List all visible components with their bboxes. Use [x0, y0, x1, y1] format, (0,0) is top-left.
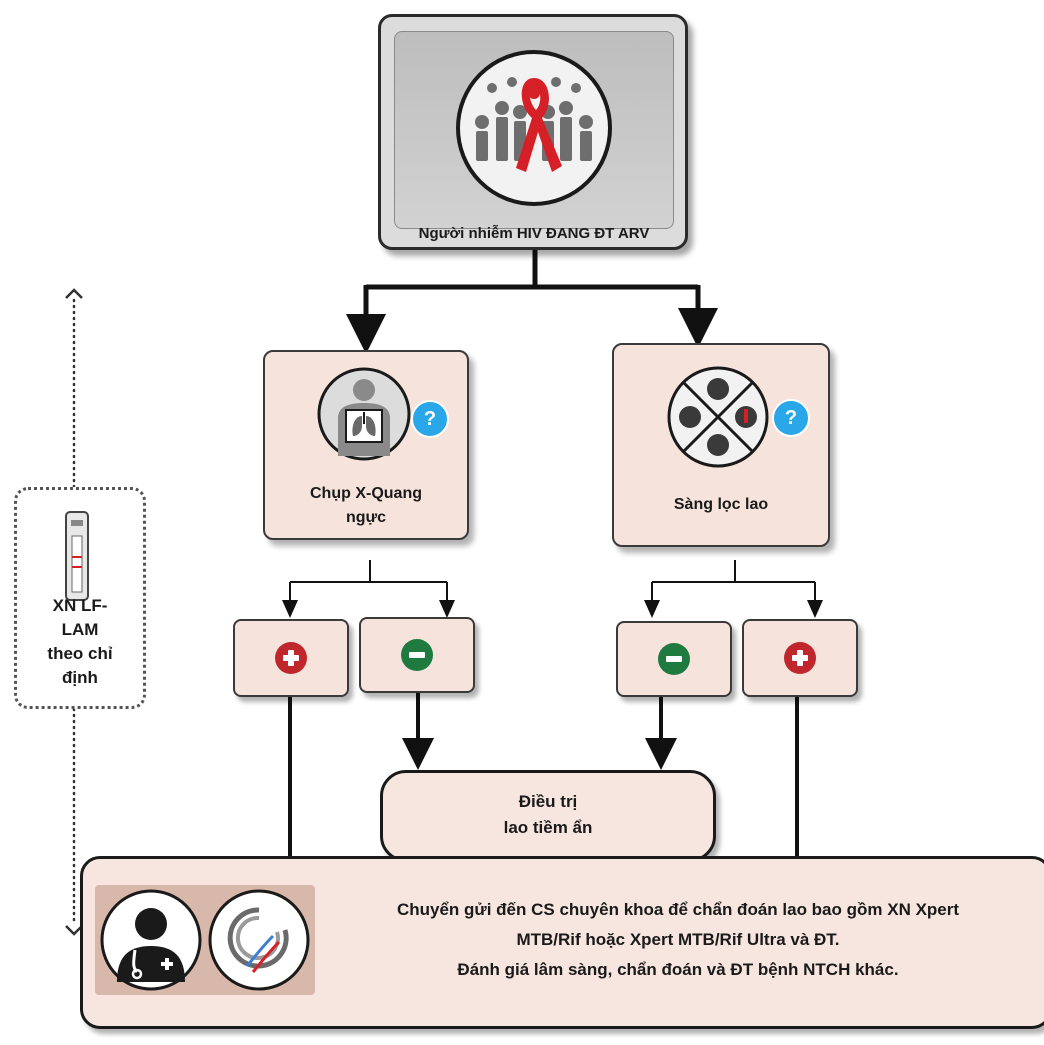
left-result-arrows	[282, 560, 455, 618]
tb-screening-box: ? Sàng lọc lao	[612, 343, 830, 547]
side-dotted-range	[65, 288, 83, 936]
referral-text-line3: Đánh giá lâm sàng, chẩn đoán và ĐT bệnh …	[457, 960, 899, 979]
referral-icons-panel	[95, 885, 315, 995]
top-box-label: Người nhiễm HIV ĐANG ĐT ARV	[418, 225, 650, 242]
screening-negative-box	[616, 621, 732, 697]
doctor-icon	[100, 889, 202, 991]
chest-xray-box: ? Chụp X-Quang ngực	[263, 350, 469, 540]
question-badge-icon: ?	[772, 399, 810, 437]
referral-text-line2: MTB/Rif hoặc Xpert MTB/Rif Ultra và ĐT.	[516, 930, 840, 949]
hiv-arv-patient-box: Người nhiễm HIV ĐANG ĐT ARV	[378, 14, 688, 250]
treatment-label-line2: lao tiềm ẩn	[503, 818, 593, 837]
plus-icon	[784, 642, 816, 674]
lf-lam-label-line1: XN LF-	[52, 596, 108, 615]
right-result-arrows	[644, 560, 823, 618]
chest-xray-label-line1: Chụp X-Quang	[310, 485, 422, 502]
chest-xray-label-line2: ngực	[345, 509, 387, 526]
top-image-panel	[394, 31, 674, 229]
lf-lam-label-line3: theo chỉ	[47, 644, 113, 663]
minus-icon	[401, 639, 433, 671]
symptom-screening-icon	[667, 366, 769, 468]
plus-icon	[275, 642, 307, 674]
question-badge-icon: ?	[411, 400, 449, 438]
referral-box: Chuyển gửi đến CS chuyên khoa để chẩn đo…	[80, 856, 1044, 1029]
xray-negative-box	[359, 617, 475, 693]
dna-test-icon	[208, 889, 310, 991]
minus-icon	[658, 643, 690, 675]
screening-positive-box	[742, 619, 858, 697]
tb-screening-label: Sàng lọc lao	[673, 496, 769, 513]
lf-lam-label-line4: định	[62, 668, 98, 687]
lf-lam-label-line2: LAM	[61, 620, 99, 639]
lf-lam-test-box: XN LF- LAM theo chỉ định	[14, 487, 146, 709]
top-split-arrows	[346, 250, 718, 354]
hiv-ribbon-people-icon	[456, 50, 612, 206]
latent-tb-treatment-box: Điều trị lao tiềm ẩn	[380, 770, 716, 862]
referral-text-line1: Chuyển gửi đến CS chuyên khoa để chẩn đo…	[396, 900, 960, 919]
xray-positive-box	[233, 619, 349, 697]
negative-to-treatment-arrows	[402, 692, 677, 770]
lateral-flow-strip-icon	[65, 511, 89, 601]
treatment-label-line1: Điều trị	[518, 792, 578, 811]
chest-xray-icon	[317, 367, 411, 461]
